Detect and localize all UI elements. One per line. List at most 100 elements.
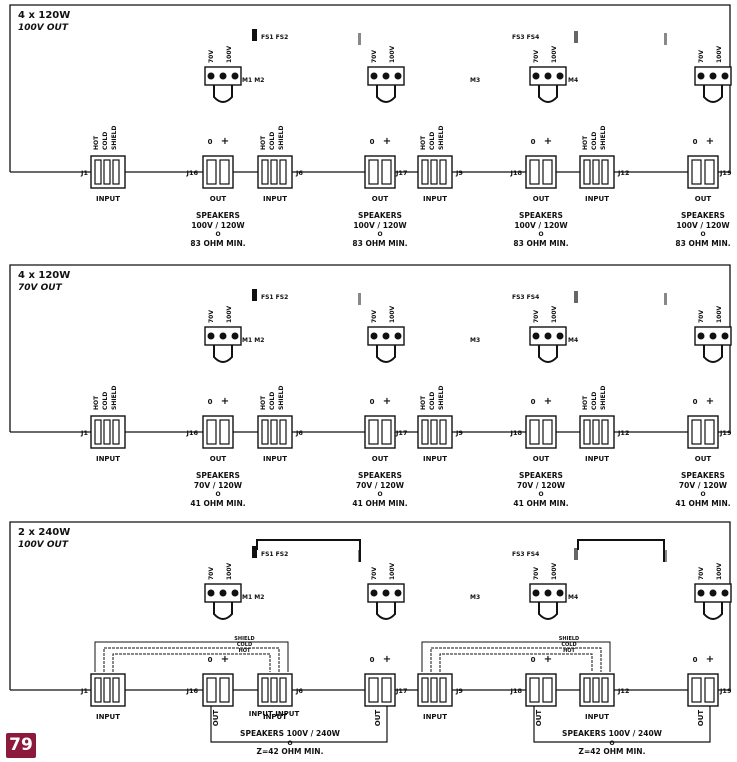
impedance-label: 83 OHM MIN. xyxy=(190,239,245,248)
panel-frame xyxy=(9,521,731,690)
connector-pin xyxy=(704,419,715,445)
connector-pin xyxy=(691,677,702,703)
terminal-screw xyxy=(544,589,552,597)
shield-label: SHIELD xyxy=(278,386,285,410)
terminal-screw xyxy=(556,589,564,597)
m1m2-label: M1 M2 xyxy=(242,594,264,601)
fs1fs2-label: FS1 FS2 xyxy=(261,294,288,301)
connector-pin xyxy=(381,159,392,185)
jack-label: J12 xyxy=(617,169,629,177)
jack-label: J19 xyxy=(719,429,732,437)
jack-label: J1 xyxy=(80,687,88,695)
zero-label: 0 xyxy=(531,138,536,146)
connector-pin xyxy=(529,677,540,703)
terminal-screw xyxy=(370,589,378,597)
terminal-screw xyxy=(207,332,215,340)
input-label: INPUT xyxy=(423,713,447,721)
100v-label: 100V xyxy=(551,562,558,580)
connector-pin xyxy=(592,159,600,185)
terminal-screw xyxy=(394,72,402,80)
fuse-marker xyxy=(664,550,667,562)
shield-label: SHIELD xyxy=(111,126,118,150)
zero-label: 0 xyxy=(208,398,213,406)
output-connector: 0+OUT xyxy=(364,136,396,203)
jumper-loop xyxy=(538,602,558,620)
panel-title: 2 x 240W xyxy=(18,527,70,538)
plus-label: + xyxy=(383,654,391,665)
70v-label: 70V xyxy=(371,310,378,323)
input-connector: INPUT xyxy=(579,673,615,721)
terminal-screw xyxy=(532,332,540,340)
plus-label: + xyxy=(383,136,391,147)
jumper-loop xyxy=(213,345,233,363)
panel-subtitle: 100V OUT xyxy=(18,23,69,33)
terminal-screw xyxy=(544,332,552,340)
hot-label: HOT xyxy=(93,135,100,150)
connector-pin xyxy=(261,677,269,703)
cold-label: COLD xyxy=(561,642,576,648)
hot-label: HOT xyxy=(420,135,427,150)
connector-pin xyxy=(270,159,278,185)
terminal-screw xyxy=(370,332,378,340)
speakers-label: SPEAKERS xyxy=(196,211,240,220)
input-label: INPUT xyxy=(263,713,287,721)
connector-pin xyxy=(542,159,553,185)
terminal-screw xyxy=(697,332,705,340)
jack-label: J19 xyxy=(719,169,732,177)
bridge-link xyxy=(577,539,665,562)
jumper-loop xyxy=(376,345,396,363)
connector-pin xyxy=(381,677,392,703)
m1m2-label: M1 M2 xyxy=(242,337,264,344)
cold-label: COLD xyxy=(102,132,109,150)
rating-label: 100V / 120W xyxy=(191,221,245,230)
link-wire xyxy=(421,641,611,672)
terminal-screw xyxy=(382,72,390,80)
rating-label: 100V / 120W xyxy=(676,221,730,230)
terminal-screw xyxy=(709,332,717,340)
input-label: INPUT xyxy=(263,195,287,203)
connector-pin xyxy=(583,159,591,185)
speakers-label: SPEAKERS xyxy=(681,471,725,480)
fuse-marker xyxy=(252,29,257,41)
impedance-label: 41 OHM MIN. xyxy=(675,499,730,508)
terminal-screw xyxy=(394,589,402,597)
rating-label: 100V / 120W xyxy=(514,221,568,230)
fs3fs4-label: FS3 FS4 xyxy=(512,34,539,41)
connector-pin xyxy=(94,677,102,703)
hot-label: HOT xyxy=(260,135,267,150)
terminal-screw xyxy=(382,589,390,597)
70v-label: 70V xyxy=(533,310,540,323)
m3-label: M3 xyxy=(470,337,480,344)
out-label: OUT xyxy=(695,195,712,203)
connector-pin xyxy=(112,677,120,703)
shield-label: SHIELD xyxy=(278,126,285,150)
hot-label: HOT xyxy=(239,648,251,654)
out-label: OUT xyxy=(697,710,705,727)
output-connector: 0+OUT xyxy=(202,136,234,203)
connector-pin xyxy=(439,159,447,185)
fuse-marker xyxy=(358,33,361,45)
jack-label: J17 xyxy=(395,429,407,437)
input-connector: INPUT xyxy=(417,673,453,721)
connector-pin xyxy=(691,419,702,445)
connector-pin xyxy=(601,419,609,445)
connector-pin xyxy=(270,677,278,703)
70v-label: 70V xyxy=(208,310,215,323)
output-connector: 0+OUT xyxy=(525,136,557,203)
connector-pin xyxy=(112,159,120,185)
output-connector: 0+ xyxy=(364,654,396,707)
connector-pin xyxy=(592,677,600,703)
panel-frame xyxy=(9,264,731,432)
or-label: O xyxy=(609,740,614,747)
output-connector: 0+OUT xyxy=(687,396,719,463)
terminal-screw xyxy=(556,332,564,340)
terminal-screw xyxy=(721,72,729,80)
cold-label: COLD xyxy=(237,642,252,648)
panel-subtitle: 100V OUT xyxy=(18,540,69,550)
100v-label: 100V xyxy=(716,305,723,323)
